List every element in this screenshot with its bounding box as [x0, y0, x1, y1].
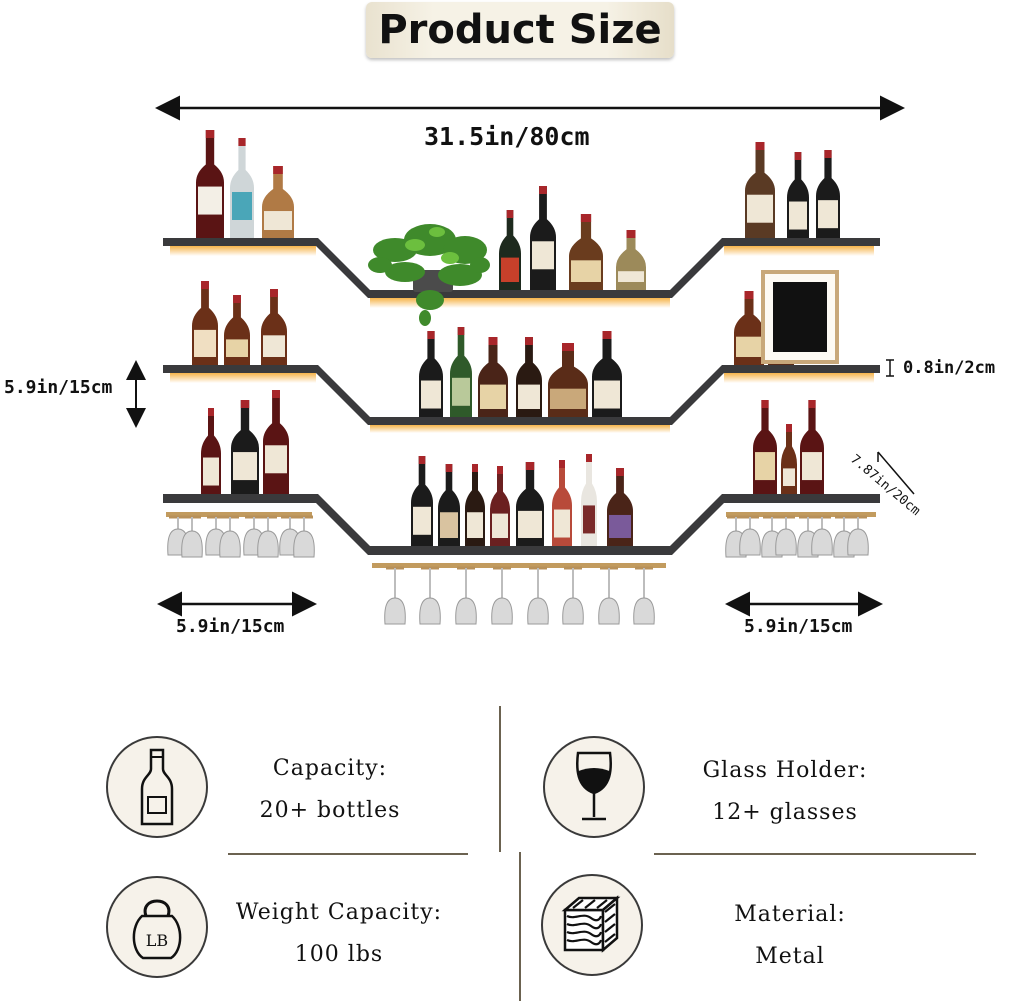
picture-frame — [761, 270, 839, 364]
bottle — [516, 337, 542, 417]
page-title: Product Size — [378, 7, 662, 53]
bottle — [261, 289, 287, 365]
bottle — [781, 424, 797, 494]
bottle — [230, 138, 254, 238]
bottle — [490, 466, 510, 546]
bottle — [548, 343, 588, 417]
bottle — [478, 337, 508, 417]
wine-bottle-icon — [140, 748, 174, 826]
hanging-glass — [455, 566, 477, 625]
capacity-feature: Capacity: 20+ bottles — [230, 748, 430, 832]
bottle — [438, 464, 460, 546]
thickness-label: 0.8in/2cm — [903, 358, 996, 378]
bottle — [499, 210, 521, 290]
glass-holder-feature: Glass Holder: 12+ glasses — [680, 750, 890, 834]
weight-capacity-label: Weight Capacity: — [235, 900, 443, 925]
bottle — [516, 462, 544, 546]
bottle — [734, 291, 764, 365]
hanging-glass — [739, 515, 761, 556]
features-grid-lines — [228, 706, 976, 1001]
capacity-label: Capacity: — [272, 756, 388, 781]
glass-rail — [726, 512, 876, 517]
left-section-label: 5.9in/15cm — [176, 616, 285, 637]
bottle — [607, 468, 633, 546]
glass-rail — [166, 512, 312, 517]
shelf-spacing-label: 5.9in/15cm — [4, 377, 113, 398]
shelf-middle — [163, 365, 880, 433]
hanging-glass — [847, 515, 869, 556]
hanging-glass — [562, 566, 584, 625]
hanging-glass — [243, 515, 265, 556]
glass-rail — [372, 563, 666, 568]
hanging-glass — [419, 566, 441, 625]
bottle — [753, 400, 777, 494]
hanging-glass — [293, 515, 315, 558]
kettlebell-icon: LB — [132, 899, 182, 960]
depth-arrow — [877, 451, 915, 495]
capacity-value: 20+ bottles — [259, 797, 401, 823]
hanging-glass — [527, 566, 549, 625]
hanging-glass — [384, 566, 406, 625]
weight-icon-circle: LB — [106, 876, 208, 978]
material-label: Material: — [734, 902, 846, 927]
hanging-glass — [219, 515, 241, 558]
weight-capacity-value: 100 lbs — [294, 941, 384, 967]
shelf-top — [163, 238, 880, 308]
thickness-indicator — [886, 359, 894, 377]
wine-rack-illustration — [126, 95, 915, 625]
wine-bottles — [192, 130, 840, 546]
bottle — [465, 464, 485, 546]
bottle — [419, 331, 443, 417]
hanging-glass — [181, 515, 203, 558]
metal-cube-icon — [561, 895, 621, 953]
glass-holder-value: 12+ glasses — [712, 799, 858, 825]
wine-glass-icon — [576, 751, 612, 821]
potted-plant — [368, 224, 490, 326]
bottle — [745, 142, 775, 238]
hanging-glass — [491, 566, 513, 625]
product-size-title-badge: Product Size — [366, 2, 674, 58]
bottle — [192, 281, 218, 365]
shelf-bottom — [163, 494, 880, 555]
hanging-glass — [257, 515, 279, 558]
capacity-icon-circle — [106, 736, 208, 838]
hanging-glass — [775, 515, 797, 556]
glass-holder-label: Glass Holder: — [702, 758, 868, 783]
hanging-glass — [633, 566, 655, 625]
bottle — [616, 230, 646, 290]
bottle — [530, 186, 556, 290]
hanging-glasses — [166, 512, 876, 625]
right-section-label: 5.9in/15cm — [744, 616, 853, 637]
bottle — [224, 295, 250, 365]
bottle — [816, 150, 840, 238]
bottle — [800, 400, 824, 494]
bottle — [552, 460, 572, 546]
width-label: 31.5in/80cm — [424, 122, 590, 151]
bottle — [581, 454, 597, 546]
bottle — [450, 327, 472, 417]
kettlebell-text: LB — [146, 931, 168, 950]
bottle — [411, 456, 433, 546]
hanging-glass — [598, 566, 620, 625]
material-feature: Material: Metal — [710, 894, 870, 978]
bottle — [201, 408, 221, 494]
bottle — [592, 331, 622, 417]
glass-holder-icon-circle — [543, 736, 645, 838]
material-icon-circle — [541, 874, 643, 976]
bottle — [569, 214, 603, 290]
bottle — [787, 152, 809, 238]
material-value: Metal — [755, 943, 825, 969]
bottle — [263, 390, 289, 494]
hanging-glass — [811, 515, 833, 556]
weight-capacity-feature: Weight Capacity: 100 lbs — [224, 892, 454, 976]
bottle — [231, 400, 259, 494]
bottle — [196, 130, 224, 238]
bottle — [262, 166, 294, 238]
